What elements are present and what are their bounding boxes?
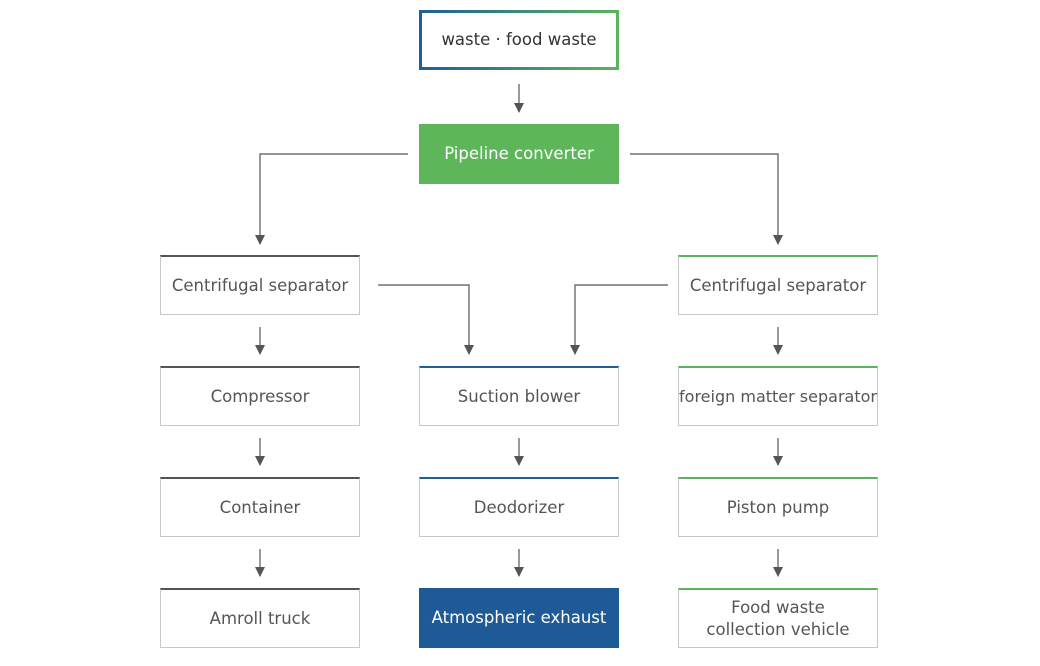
arrow-right-separator-to-blower	[570, 284, 668, 355]
food-waste-collection-vehicle-box: Food waste collection vehicle	[678, 588, 878, 648]
foreign-matter-separator-box: foreign matter separator	[678, 366, 878, 426]
waste-input-box: waste · food waste	[419, 10, 619, 70]
container-box: Container	[160, 477, 360, 537]
amroll-truck-box: Amroll truck	[160, 588, 360, 648]
arrow-left-separator-to-blower	[378, 284, 474, 355]
piston-pump-box: Piston pump	[678, 477, 878, 537]
left-centrifugal-separator-box: Centrifugal separator	[160, 255, 360, 315]
atmospheric-exhaust-box: Atmospheric exhaust	[419, 588, 619, 648]
deodorizer-box: Deodorizer	[419, 477, 619, 537]
right-centrifugal-separator-box: Centrifugal separator	[678, 255, 878, 315]
suction-blower-box: Suction blower	[419, 366, 619, 426]
arrow-converter-to-left-separator	[255, 153, 408, 245]
pipeline-converter-box: Pipeline converter	[419, 124, 619, 184]
arrow-converter-to-right-separator	[630, 153, 783, 245]
compressor-box: Compressor	[160, 366, 360, 426]
